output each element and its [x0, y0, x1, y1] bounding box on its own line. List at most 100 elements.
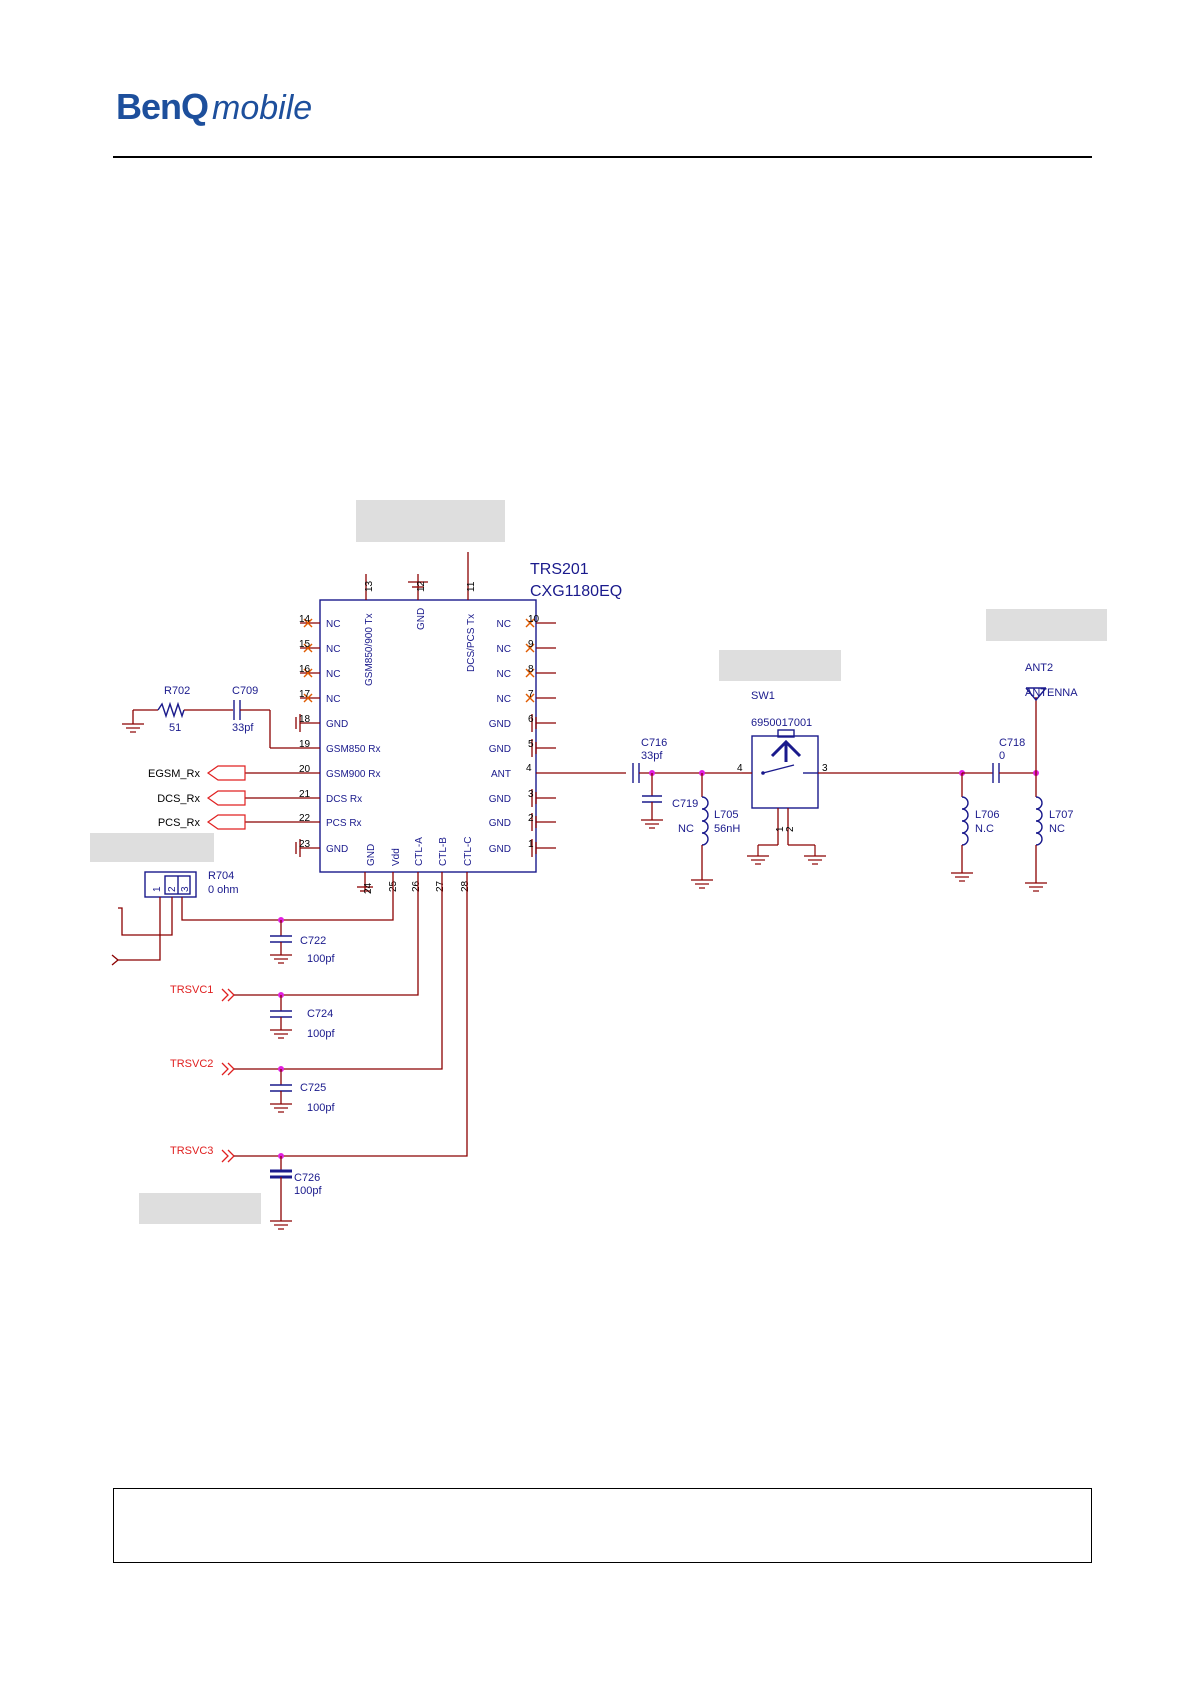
- c725-value: 100pf: [307, 1102, 335, 1114]
- net-trsvc2: TRSVC2: [170, 1058, 213, 1070]
- r704-value: 0 ohm: [208, 884, 239, 896]
- r704-ref: R704: [208, 870, 234, 882]
- header-rule: [113, 156, 1092, 158]
- pin-label: Vdd: [391, 848, 402, 866]
- sw1-pin-right: 3: [822, 763, 828, 774]
- pin-label: GND: [416, 608, 427, 630]
- pin-num: 26: [411, 880, 422, 892]
- vdd-network: 1 2 3 R704 0 ohm C722 100pf: [111, 870, 394, 966]
- matching-network-1: C716 33pf C719 NC L705 56nH: [632, 737, 742, 889]
- pin-label: NC: [326, 644, 340, 655]
- pin-num: 14: [299, 614, 311, 625]
- pin-num: 12: [416, 580, 427, 592]
- ic-ref: TRS201: [530, 561, 589, 578]
- pin-num: 1: [528, 839, 534, 850]
- c709-value: 33pf: [232, 722, 254, 734]
- pin-label: PCS Rx: [326, 818, 362, 829]
- r702-value: 51: [169, 722, 181, 734]
- c722-ref: C722: [300, 935, 326, 947]
- pin-num: 5: [528, 739, 534, 750]
- net-dcs-rx: DCS_Rx: [157, 793, 200, 805]
- c718-ref: C718: [999, 737, 1025, 749]
- pin-num: 20: [299, 764, 311, 775]
- pin-label: NC: [497, 644, 511, 655]
- pin-num: 23: [299, 839, 311, 850]
- pin-label: GND: [366, 844, 377, 866]
- pin-label: GND: [489, 794, 511, 805]
- l705-value1: NC: [678, 823, 694, 835]
- pin-num: 27: [435, 880, 446, 892]
- c719-ref: C719: [672, 798, 698, 810]
- l707-ref: L707: [1049, 809, 1073, 821]
- redaction-box: [139, 1193, 261, 1224]
- c718-value: 0: [999, 750, 1005, 762]
- pin-label: GND: [489, 844, 511, 855]
- pin-num: 6: [528, 714, 534, 725]
- footer-box: [113, 1488, 1092, 1563]
- pin-num: 10: [528, 614, 540, 625]
- trsvc3-line: C726 100pf: [221, 872, 468, 1230]
- pin-num: 17: [299, 689, 311, 700]
- matching-network-2: C718 0 L706 N.C L707 NC ANT2 ANTENNA: [950, 662, 1078, 892]
- r704-pin2: 2: [167, 886, 178, 892]
- pin-num: 21: [299, 789, 311, 800]
- logo-sub: mobile: [212, 89, 313, 127]
- trsvc1-line: C724 100pf: [221, 872, 419, 1040]
- net-trsvc1: TRSVC1: [170, 984, 213, 996]
- redaction-box: [719, 650, 841, 681]
- redaction-box: [90, 833, 214, 862]
- pin-num: 11: [466, 581, 477, 592]
- pin-num: 18: [299, 714, 311, 725]
- ic-part: CXG1180EQ: [530, 583, 622, 600]
- pin-num: 15: [299, 639, 311, 650]
- l705-value2: 56nH: [714, 823, 740, 835]
- pin-label: NC: [326, 669, 340, 680]
- pin-num: 9: [528, 639, 534, 650]
- pin-num: 4: [526, 763, 532, 774]
- pin-label: NC: [497, 669, 511, 680]
- c725-ref: C725: [300, 1082, 326, 1094]
- pin-label: CTL-A: [414, 837, 425, 866]
- sw1-switch: SW1 6950017001 4 3 1 2: [737, 690, 962, 865]
- sw1-pin-b2: 2: [785, 826, 796, 832]
- r704-pin1: 1: [152, 886, 163, 892]
- c726-ref: C726: [294, 1172, 320, 1184]
- pin-label: GSM900 Rx: [326, 769, 380, 780]
- trsvc2-line: C725 100pf: [221, 872, 443, 1114]
- c724-ref: C724: [307, 1008, 333, 1020]
- c722-value: 100pf: [307, 953, 335, 965]
- pin-label: GND: [489, 719, 511, 730]
- logo-brand: BenQ: [116, 86, 209, 127]
- c724-value: 100pf: [307, 1028, 335, 1040]
- sw1-part: 6950017001: [751, 717, 812, 729]
- pin-label: CTL-C: [463, 837, 474, 866]
- r702-c709-network: R702 51 C709 33pf: [121, 685, 300, 749]
- pin-num: 13: [364, 580, 375, 592]
- net-trsvc3: TRSVC3: [170, 1145, 213, 1157]
- redaction-box: [356, 500, 505, 542]
- sw1-pin-b1: 1: [775, 826, 786, 832]
- c709-ref: C709: [232, 685, 258, 697]
- left-pins: [245, 618, 320, 857]
- pin-label: CTL-B: [438, 837, 449, 866]
- pin-label: NC: [326, 694, 340, 705]
- redaction-box: [986, 609, 1107, 641]
- pin-label: GND: [326, 844, 348, 855]
- pin-label: DCS/PCS Tx: [466, 614, 477, 672]
- pin-label: GND: [326, 719, 348, 730]
- l705-ref: L705: [714, 809, 738, 821]
- pin-label: DCS Rx: [326, 794, 362, 805]
- c716-value: 33pf: [641, 750, 663, 762]
- pin-num: 8: [528, 664, 534, 675]
- pin-label: GSM850/900 Tx: [364, 613, 375, 686]
- r702-ref: R702: [164, 685, 190, 697]
- net-pcs-rx: PCS_Rx: [158, 817, 201, 829]
- pin-num: 16: [299, 664, 311, 675]
- pin-label: NC: [326, 619, 340, 630]
- ant2-ref: ANT2: [1025, 662, 1053, 674]
- pin-num: 2: [528, 813, 534, 824]
- pin-num: 28: [460, 880, 471, 892]
- l707-value: NC: [1049, 823, 1065, 835]
